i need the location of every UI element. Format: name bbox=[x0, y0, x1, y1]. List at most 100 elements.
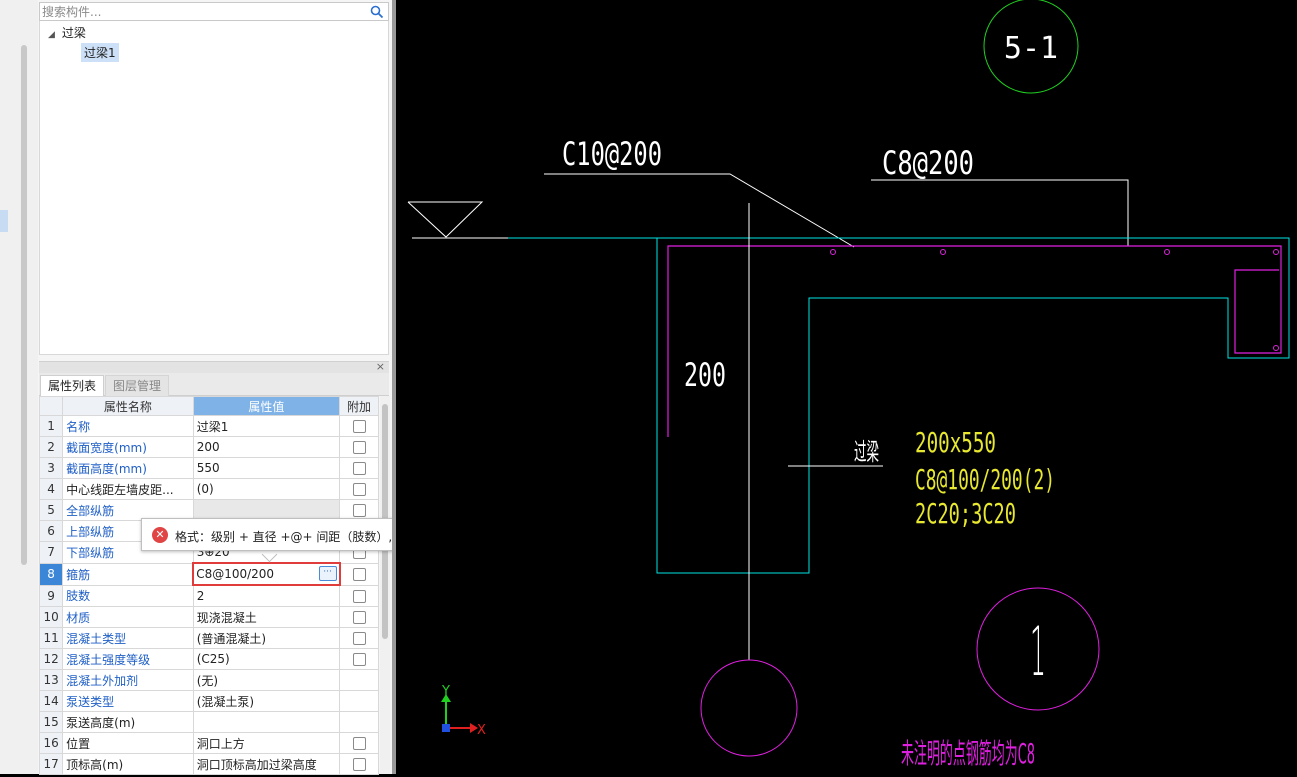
axis-circle-1 bbox=[976, 587, 1100, 711]
property-value[interactable] bbox=[192, 499, 341, 521]
extra-cell bbox=[339, 457, 379, 479]
search-input[interactable] bbox=[42, 4, 362, 19]
elevation-symbol bbox=[407, 201, 484, 238]
row-index: 1 bbox=[38, 415, 64, 437]
row-index: 17 bbox=[38, 753, 64, 775]
ucs-x-arrow-icon bbox=[470, 723, 478, 733]
extra-cell bbox=[339, 627, 379, 649]
panel-divider[interactable] bbox=[392, 0, 396, 774]
extra-checkbox[interactable] bbox=[352, 758, 366, 771]
extra-cell bbox=[339, 478, 379, 500]
extra-checkbox[interactable] bbox=[352, 632, 366, 645]
extra-checkbox[interactable] bbox=[352, 589, 366, 603]
panel-splitter[interactable]: × bbox=[39, 360, 389, 373]
table-row[interactable]: 15 泵送高度(m) bbox=[38, 711, 379, 733]
rebar-note: 未注明的点钢筋均为C8 bbox=[901, 737, 1035, 770]
beam-size: 200x550 bbox=[915, 426, 996, 459]
extra-cell bbox=[339, 690, 379, 712]
property-value[interactable] bbox=[192, 711, 341, 733]
row-index: 5 bbox=[38, 499, 64, 521]
leader-line-c8 bbox=[871, 179, 1129, 246]
property-value[interactable]: 2 bbox=[192, 584, 341, 607]
table-row[interactable]: 3 截面高度(mm) 550 bbox=[38, 457, 379, 479]
property-name: 中心线距左墙皮距... bbox=[62, 478, 194, 500]
extra-checkbox[interactable] bbox=[352, 483, 366, 496]
property-value[interactable]: 洞口上方 bbox=[192, 732, 341, 754]
row-index: 3 bbox=[38, 457, 64, 479]
table-row[interactable]: 13 混凝土外加剂 (无) bbox=[38, 669, 379, 691]
extra-cell bbox=[339, 606, 379, 628]
row-index: 4 bbox=[38, 478, 64, 500]
row-index: 13 bbox=[38, 669, 64, 691]
table-row[interactable]: 11 混凝土类型 (普通混凝土) bbox=[38, 627, 379, 649]
tab-attributes[interactable]: 属性列表 bbox=[40, 375, 105, 396]
extra-cell bbox=[339, 732, 379, 754]
extra-cell bbox=[339, 562, 379, 586]
table-row[interactable]: 14 泵送类型 (混凝土泵) bbox=[38, 690, 379, 712]
row-index: 6 bbox=[38, 520, 64, 542]
extra-cell bbox=[339, 711, 379, 733]
property-value[interactable]: (0) bbox=[192, 478, 341, 500]
more-options-button[interactable]: ··· bbox=[318, 566, 337, 581]
table-row[interactable]: 9 肢数 2 bbox=[38, 584, 379, 607]
property-name: 位置 bbox=[62, 732, 194, 754]
row-index: 10 bbox=[38, 606, 64, 628]
extra-checkbox[interactable] bbox=[352, 611, 366, 624]
cad-canvas[interactable]: 5-1 C10@200 C8@200 200 过梁 200x550 C8@100… bbox=[396, 0, 1297, 774]
property-value[interactable]: (C25) bbox=[192, 648, 341, 670]
extra-checkbox[interactable] bbox=[352, 504, 366, 517]
extra-checkbox[interactable] bbox=[352, 441, 366, 454]
property-name: 截面宽度(mm) bbox=[62, 436, 194, 458]
table-row[interactable]: 16 位置 洞口上方 bbox=[38, 732, 379, 754]
rebar-dot bbox=[940, 249, 946, 255]
close-icon[interactable]: × bbox=[375, 360, 385, 373]
stirrup-value-text[interactable]: C8@100/200 bbox=[196, 567, 275, 581]
table-row[interactable]: 5 全部纵筋 bbox=[38, 499, 379, 521]
table-row-selected[interactable]: 8 箍筋 C8@100/200 ··· bbox=[38, 562, 379, 586]
table-row[interactable]: 12 混凝土强度等级 (C25) bbox=[38, 648, 379, 670]
property-grid-scrollbar[interactable] bbox=[380, 396, 390, 774]
ucs-y-arrow-icon bbox=[441, 694, 451, 702]
property-value[interactable]: (混凝土泵) bbox=[192, 690, 341, 712]
table-row[interactable]: 10 材质 现浇混凝土 bbox=[38, 606, 379, 628]
tree-node-selected[interactable]: 过梁1 bbox=[81, 43, 119, 62]
property-value[interactable]: 550 bbox=[192, 457, 341, 479]
property-value[interactable]: 洞口顶标高加过梁高度 bbox=[192, 753, 341, 775]
cad-drawing[interactable]: 5-1 C10@200 C8@200 200 过梁 200x550 C8@100… bbox=[396, 0, 1297, 774]
search-box bbox=[39, 2, 389, 21]
row-index: 8 bbox=[38, 562, 64, 586]
extra-checkbox[interactable] bbox=[352, 653, 366, 666]
table-row[interactable]: 4 中心线距左墙皮距... (0) bbox=[38, 478, 379, 500]
property-name: 肢数 bbox=[62, 584, 194, 607]
axis-circle-bottom bbox=[700, 659, 798, 757]
leader-line-c10 bbox=[544, 173, 855, 248]
property-value[interactable]: 过梁1 bbox=[192, 415, 341, 437]
extra-checkbox[interactable] bbox=[352, 462, 366, 475]
table-row[interactable]: 1 名称 过梁1 bbox=[38, 415, 379, 437]
extra-cell bbox=[339, 584, 379, 607]
ucs-label-y: Y bbox=[441, 684, 450, 699]
property-value[interactable]: (无) bbox=[192, 669, 341, 691]
tab-layers[interactable]: 图层管理 bbox=[105, 375, 170, 396]
table-row[interactable]: 2 截面宽度(mm) 200 bbox=[38, 436, 379, 458]
rebar-label-c10: C10@200 bbox=[562, 135, 662, 173]
extra-checkbox[interactable] bbox=[352, 568, 366, 581]
stirrup-value-editor[interactable]: C8@100/200 ··· bbox=[192, 562, 341, 586]
property-value[interactable]: 现浇混凝土 bbox=[192, 606, 341, 628]
search-icon[interactable] bbox=[370, 5, 384, 19]
property-value[interactable]: (普通混凝土) bbox=[192, 627, 341, 649]
table-row[interactable]: 17 顶标高(m) 洞口顶标高加过梁高度 bbox=[38, 753, 379, 775]
extra-checkbox[interactable] bbox=[352, 737, 366, 750]
extra-checkbox[interactable] bbox=[352, 420, 366, 433]
property-name: 混凝土类型 bbox=[62, 627, 194, 649]
extra-cell bbox=[339, 648, 379, 670]
collapse-arrow-icon[interactable]: ◢ bbox=[48, 30, 55, 40]
property-name: 混凝土强度等级 bbox=[62, 648, 194, 670]
header-name: 属性名称 bbox=[62, 396, 194, 416]
property-value[interactable]: 200 bbox=[192, 436, 341, 458]
left-strip-scrollbar[interactable] bbox=[21, 45, 27, 565]
tree-node-root[interactable]: ◢ 过梁 bbox=[48, 24, 86, 41]
ucs-origin-icon bbox=[442, 724, 450, 732]
beam-tag: 过梁 bbox=[854, 438, 879, 466]
beam-stirrup: C8@100/200(2) bbox=[915, 463, 1055, 496]
